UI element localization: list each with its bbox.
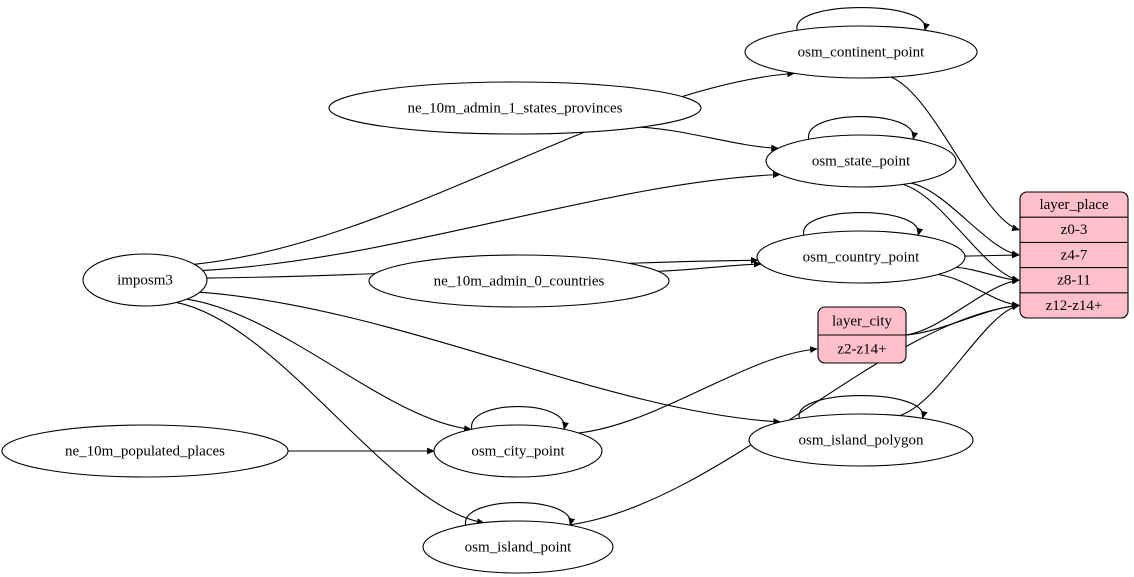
edge-imposm3-to-osm_city_point bbox=[186, 298, 472, 433]
node-osm_island_polygon[interactable]: osm_island_polygon bbox=[748, 413, 974, 467]
record-layer_place[interactable]: layer_place z0-3 z4-7 z8-11 z12-z14+ bbox=[1019, 191, 1129, 319]
node-shape-osm_island_polygon bbox=[748, 413, 974, 467]
edge-osm_city_point-to-layer_city-z2-z14+ bbox=[578, 346, 818, 434]
edge-imposm3-to-osm_island_polygon bbox=[199, 291, 782, 425]
edge-osm_continent_point-to-layer_place-z0-3 bbox=[890, 76, 1020, 232]
node-label-osm_continent_point: osm_continent_point bbox=[798, 44, 925, 60]
node-label-osm_state_point: osm_state_point bbox=[812, 153, 911, 169]
node-shape-ne_states bbox=[328, 81, 702, 135]
node-osm_state_point[interactable]: osm_state_point bbox=[765, 134, 957, 188]
node-ne_states[interactable]: ne_10m_admin_1_states_provinces bbox=[328, 81, 702, 135]
node-ne_countries[interactable]: ne_10m_admin_0_countries bbox=[368, 254, 670, 308]
node-osm_island_point[interactable]: osm_island_point bbox=[422, 520, 614, 574]
edge-ne_countries-to-osm_country_point bbox=[658, 260, 762, 272]
edge-layer_city-to-layer_place-z8-11 bbox=[905, 277, 1020, 336]
record-row-layer_city-z2-z14+[interactable]: z2-z14+ bbox=[837, 341, 886, 357]
edge-ne_states-to-osm_state_point bbox=[640, 126, 779, 152]
record-row-layer_place-z8-11[interactable]: z8-11 bbox=[1057, 273, 1091, 289]
node-shape-ne_countries bbox=[368, 254, 670, 308]
node-label-osm_island_point: osm_island_point bbox=[465, 539, 573, 555]
node-label-osm_island_polygon: osm_island_polygon bbox=[798, 432, 924, 448]
node-label-ne_populated: ne_10m_populated_places bbox=[65, 443, 225, 459]
record-frame-layer_place bbox=[1019, 191, 1129, 319]
edge-self-osm_state_point bbox=[808, 115, 919, 140]
node-label-ne_countries: ne_10m_admin_0_countries bbox=[434, 273, 605, 289]
edge-self-osm_city_point bbox=[471, 406, 569, 430]
edge-osm_country_point-to-layer_place-z12-z14+ bbox=[937, 273, 1020, 309]
node-label-imposm3: imposm3 bbox=[117, 272, 173, 288]
edge-osm_island_polygon-to-layer_place-z12-z14+ bbox=[899, 303, 1020, 417]
record-row-layer_place-layer_place[interactable]: layer_place bbox=[1039, 197, 1108, 213]
record-row-layer_city-layer_city[interactable]: layer_city bbox=[832, 313, 892, 329]
node-imposm3[interactable]: imposm3 bbox=[82, 253, 208, 307]
edge-osm_country_point-to-layer_place-z8-11 bbox=[956, 266, 1020, 284]
edge-osm_state_point-to-layer_place-z4-7 bbox=[910, 182, 1020, 258]
record-layer_city[interactable]: layer_city z2-z14+ bbox=[817, 306, 907, 364]
edge-self-osm_continent_point bbox=[796, 7, 930, 31]
node-shape-osm_island_point bbox=[422, 520, 614, 574]
edge-imposm3-to-osm_state_point bbox=[202, 171, 781, 271]
edge-self-osm_country_point bbox=[803, 211, 924, 236]
edge-osm_country_point-to-layer_place-z4-7 bbox=[964, 251, 1020, 259]
node-label-osm_country_point: osm_country_point bbox=[803, 249, 920, 265]
edge-layer bbox=[176, 7, 1020, 526]
record-row-layer_place-z12-z14+[interactable]: z12-z14+ bbox=[1046, 298, 1103, 314]
edge-osm_island_point-to-layer_place-z12-z14+ bbox=[568, 302, 1020, 526]
node-shape-osm_city_point bbox=[433, 424, 603, 478]
record-row-layer_place-z4-7[interactable]: z4-7 bbox=[1061, 247, 1088, 263]
node-osm_city_point[interactable]: osm_city_point bbox=[433, 424, 603, 478]
node-shape-osm_state_point bbox=[765, 134, 957, 188]
node-label-ne_states: ne_10m_admin_1_states_provinces bbox=[408, 100, 623, 116]
node-shape-ne_populated bbox=[1, 424, 289, 478]
node-osm_continent_point[interactable]: osm_continent_point bbox=[744, 25, 978, 79]
node-shape-osm_continent_point bbox=[744, 25, 978, 79]
edge-imposm3-to-osm_continent_point bbox=[194, 70, 795, 265]
node-shape-imposm3 bbox=[82, 253, 208, 307]
node-layer: imposm3 ne_10m_admin_1_states_provincesne… bbox=[1, 25, 1129, 574]
node-osm_country_point[interactable]: osm_country_point bbox=[756, 230, 966, 284]
edge-self-osm_island_polygon bbox=[798, 395, 928, 419]
edge-osm_state_point-to-layer_place-z8-11 bbox=[902, 183, 1020, 283]
edge-self-osm_island_point bbox=[465, 501, 576, 526]
edge-imposm3-to-osm_island_point bbox=[176, 301, 485, 526]
node-shape-osm_country_point bbox=[756, 230, 966, 284]
record-row-layer_place-z0-3[interactable]: z0-3 bbox=[1061, 222, 1088, 238]
node-label-osm_city_point: osm_city_point bbox=[471, 443, 565, 459]
node-ne_populated[interactable]: ne_10m_populated_places bbox=[1, 424, 289, 478]
